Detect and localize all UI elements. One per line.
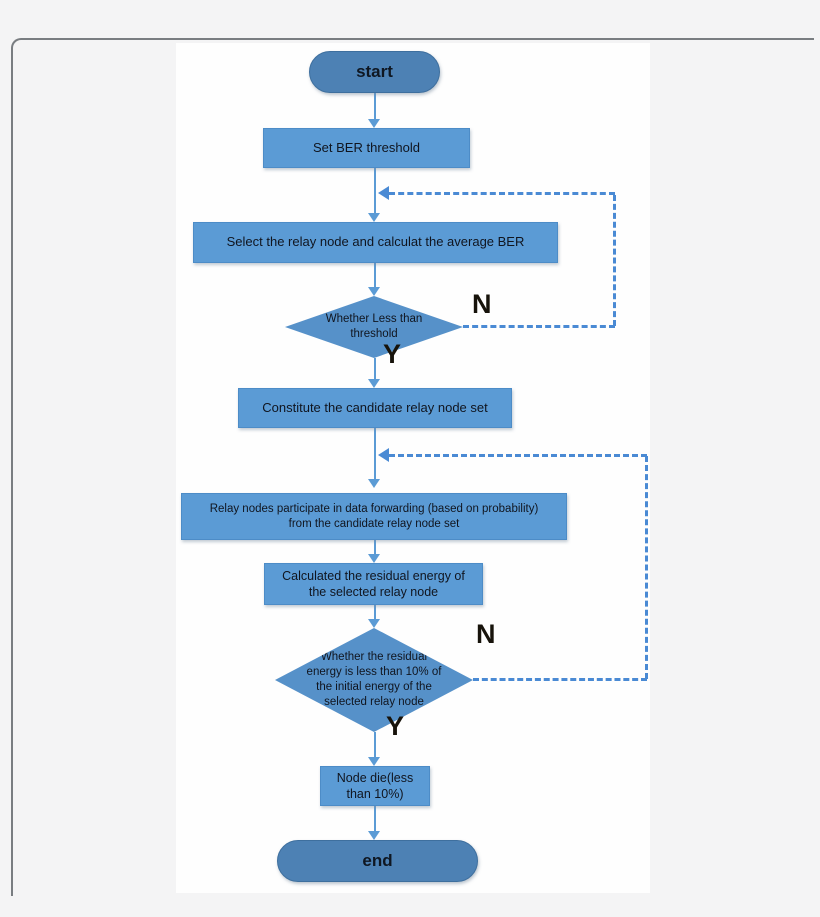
connector-decision2-yes (374, 732, 376, 757)
arrowhead-into-select (368, 213, 380, 222)
dashed-loop1-vertical (613, 195, 616, 326)
dashed-loop2-top (389, 454, 647, 457)
panel-frame (11, 38, 814, 896)
connector-calc-to-decision2 (374, 605, 376, 619)
process-select-relay-node: Select the relay node and calculat the a… (193, 222, 558, 263)
connector-node-die-to-end (374, 806, 376, 831)
select-relay-node-label: Select the relay node and calculat the a… (226, 234, 525, 250)
arrowhead-into-constitute (368, 379, 380, 388)
arrowhead-into-set-ber (368, 119, 380, 128)
end-node: end (277, 840, 478, 882)
connector-constitute-to-relay (374, 428, 376, 479)
process-relay-forwarding: Relay nodes participate in data forwardi… (181, 493, 567, 540)
dashed-loop2-vertical (645, 456, 648, 679)
arrowhead-into-node-die (368, 757, 380, 766)
connector-relay-to-calc (374, 540, 376, 554)
dashed-loop2-bottom (473, 678, 647, 681)
connector-decision1-yes (374, 358, 376, 379)
connector-select-to-decision1 (374, 263, 376, 287)
start-node: start (309, 51, 440, 93)
process-node-die: Node die(less than 10%) (320, 766, 430, 806)
dashed-loop1-bottom (463, 325, 615, 328)
ber-threshold-decision-label: Whether Less than threshold (325, 313, 423, 340)
arrowhead-into-decision2 (368, 619, 380, 628)
set-ber-threshold-label: Set BER threshold (313, 139, 420, 155)
process-calculate-residual-energy: Calculated the residual energy of the se… (264, 563, 483, 605)
arrowhead-loop2 (378, 448, 389, 462)
flowchart-canvas (176, 43, 650, 893)
arrowhead-into-decision1 (368, 287, 380, 296)
process-constitute-candidate-set: Constitute the candidate relay node set (238, 388, 512, 428)
process-set-ber-threshold: Set BER threshold (263, 128, 470, 168)
dashed-loop1-top (389, 192, 615, 195)
calculate-residual-energy-label: Calculated the residual energy of the se… (282, 568, 465, 599)
decision1-yes-label: Y (383, 339, 402, 369)
connector-start-to-set-ber (374, 93, 376, 119)
decision2-no-label: N (476, 619, 496, 649)
arrowhead-loop1 (378, 186, 389, 200)
decision2-yes-label: Y (386, 711, 405, 741)
arrowhead-into-end (368, 831, 380, 840)
start-label: start (356, 61, 393, 81)
node-die-label: Node die(less than 10%) (336, 770, 414, 801)
decision1-no-label: N (472, 289, 492, 319)
arrowhead-into-relay (368, 479, 380, 488)
end-label: end (362, 850, 393, 870)
relay-forwarding-label: Relay nodes participate in data forwardi… (209, 502, 539, 530)
arrowhead-into-calc (368, 554, 380, 563)
connector-set-ber-to-select (374, 168, 376, 213)
constitute-candidate-set-label: Constitute the candidate relay node set (262, 399, 488, 415)
residual-energy-decision-label: Whether the residual energy is less than… (306, 651, 442, 708)
